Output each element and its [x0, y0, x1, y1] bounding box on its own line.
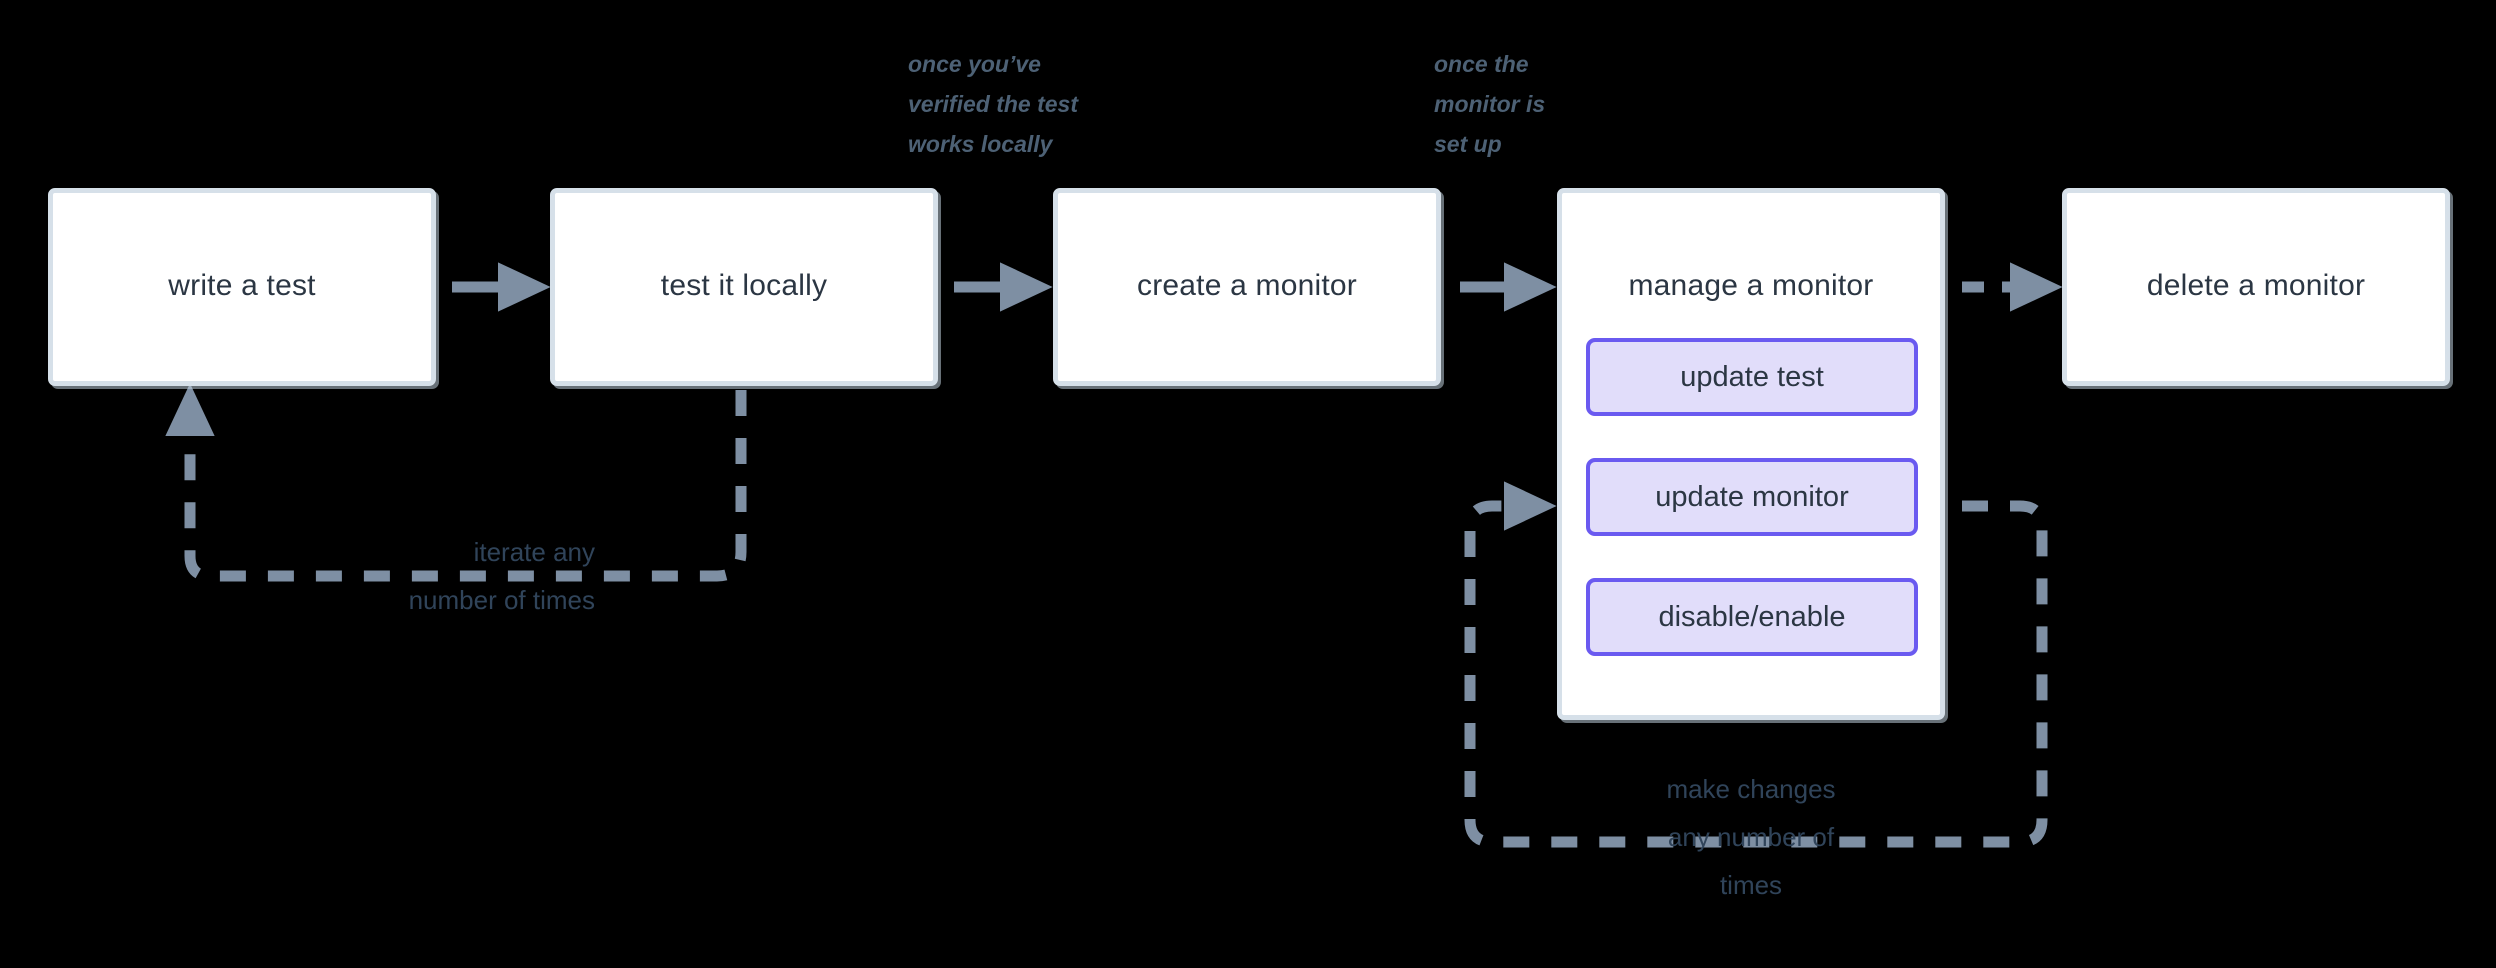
- loop-make-changes-any-number-of-times: [1464, 481, 2048, 848]
- node-delete-a-monitor-label: delete a monitor: [2146, 269, 2366, 302]
- edge-note-once-the-monitor-is-set-up: once the monitor is set up: [1434, 51, 1546, 157]
- subnode-update-test[interactable]: update test: [1586, 338, 1918, 416]
- node-delete-a-monitor[interactable]: delete a monitor: [2062, 188, 2450, 386]
- edge-note-once-youve-verified: once you’ve verified the test works loca…: [908, 51, 1078, 157]
- subnode-update-test-label: update test: [1680, 360, 1824, 393]
- node-manage-a-monitor[interactable]: manage a monitor update test update moni…: [1557, 188, 1945, 720]
- node-test-it-locally-label: test it locally: [660, 269, 828, 302]
- node-create-a-monitor[interactable]: create a monitor: [1053, 188, 1441, 386]
- subnode-disable-enable[interactable]: disable/enable: [1586, 578, 1918, 656]
- node-create-a-monitor-label: create a monitor: [1137, 269, 1357, 302]
- loop-iterate-any-number-of-times: [165, 383, 747, 582]
- loop-note-iterate-any-number-of-times: iterate any number of times: [408, 537, 595, 615]
- loop-note-make-changes-any-number-of-times: make changes any number of times: [1666, 774, 1836, 900]
- node-manage-a-monitor-label: manage a monitor: [1628, 269, 1874, 302]
- node-test-it-locally[interactable]: test it locally: [550, 188, 938, 386]
- node-write-a-test[interactable]: write a test: [48, 188, 436, 386]
- node-write-a-test-label: write a test: [168, 269, 316, 302]
- subnode-disable-enable-label: disable/enable: [1658, 600, 1846, 633]
- subnode-update-monitor-label: update monitor: [1655, 480, 1849, 513]
- subnode-update-monitor[interactable]: update monitor: [1586, 458, 1918, 536]
